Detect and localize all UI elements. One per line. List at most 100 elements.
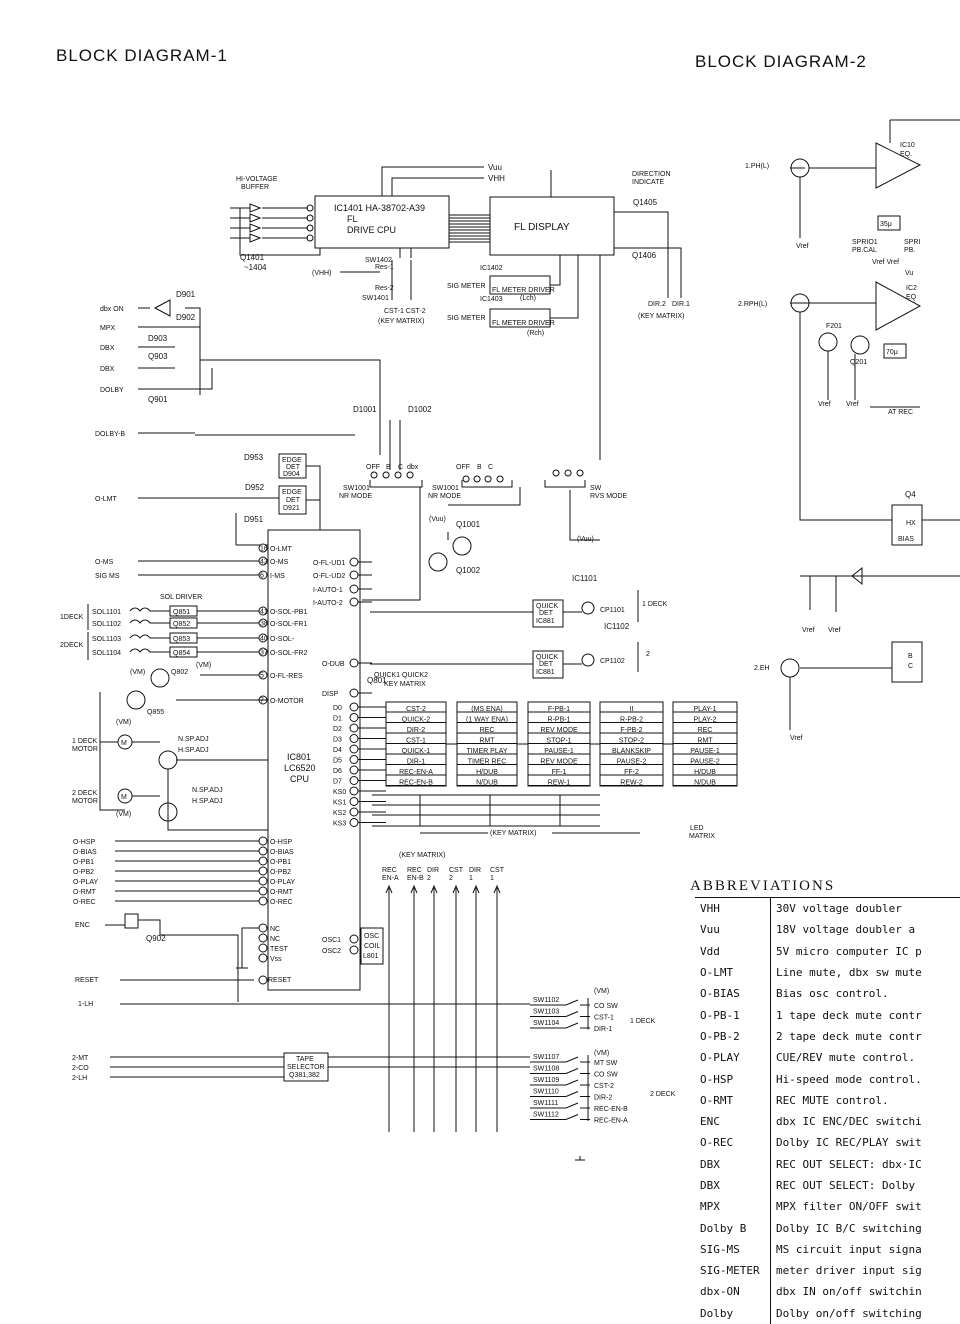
key-cell: N/DUB xyxy=(694,780,716,787)
buffer-3 xyxy=(230,223,308,233)
d-pin-4: D4 xyxy=(333,747,342,754)
deck2-input-2: 2-LH xyxy=(72,1075,87,1082)
d-pin-6: D6 xyxy=(333,768,342,775)
nr-off-2: OFF xyxy=(456,464,470,471)
sw-rvs-label: SW xyxy=(590,485,602,492)
abbr-value: REC MUTE control. xyxy=(770,1089,960,1111)
nr-off-1: OFF xyxy=(366,464,380,471)
res2-label: Res-2 xyxy=(375,285,394,292)
c35-label: 35μ xyxy=(880,221,892,228)
key-cell: FF-2 xyxy=(624,769,639,776)
osc-box-l3: L801 xyxy=(363,953,379,960)
kmcol-bot: EN-B xyxy=(407,875,424,882)
deck1-qlabel: 1 DECK xyxy=(642,601,668,608)
ic2-l2: EQ xyxy=(906,294,917,301)
led-matrix-l1: LED xyxy=(690,825,704,832)
key-matrix-c: (KEY MATRIX) xyxy=(399,852,445,859)
abbr-key: O-PB-2 xyxy=(700,1029,740,1043)
fl-display-block: FL DISPLAY xyxy=(449,196,615,256)
ic1101-label: IC1101 xyxy=(572,574,598,583)
cp1102-label: CP1102 xyxy=(600,658,625,665)
deck1-sw-label: 1 DECK xyxy=(630,1018,656,1025)
fl-drive-cpu: IC1401 HA-38702-A39 FL DRIVE CPU xyxy=(314,195,450,249)
key-matrix-label: (KEY MATRIX) xyxy=(490,830,536,837)
d-pin-11: KS3 xyxy=(333,821,346,828)
kmcol-top: REC xyxy=(407,867,422,874)
cpu-rpin-2: I-AUTO-1 xyxy=(313,587,343,594)
d1001-label: D1001 xyxy=(353,405,377,414)
vu-label: Vu xyxy=(905,270,913,277)
q1405-label: Q1405 xyxy=(633,198,658,207)
meter1-name: FL METER DRIVER xyxy=(492,287,555,294)
bottom-pin-0: O-HSP xyxy=(270,839,293,846)
key-cell: REC-EN-A xyxy=(399,769,433,776)
cpu-pin-7: O-FL-RES xyxy=(270,673,303,680)
edge2-l2: DET xyxy=(286,497,301,504)
bottom-pin-4: O-PLAY xyxy=(270,879,295,886)
d-pin-8: KS0 xyxy=(333,789,346,796)
switch-label: REC-EN-B xyxy=(594,1106,628,1113)
cpu-pin-num: 5 xyxy=(260,673,264,680)
abbr-key: MPX xyxy=(700,1200,720,1214)
vm-label-2: (VM) xyxy=(130,669,145,676)
bottom-input-5: O-RMT xyxy=(73,889,97,896)
ic1-l1: IC10 xyxy=(900,142,915,149)
abbr-value: meter driver input sig xyxy=(770,1260,960,1282)
nr-b-1: B xyxy=(386,464,391,471)
quick1-l1: QUICK xyxy=(536,603,559,610)
kmcol-bot: 2 xyxy=(449,875,453,882)
ic2-l1: IC2 xyxy=(906,285,917,292)
cpu-part: LC6520 xyxy=(284,763,316,773)
motor2-l1: 2 DECK xyxy=(72,790,98,797)
key-cell: REV MODE xyxy=(540,759,578,766)
key-cell: R-PB-2 xyxy=(620,717,643,724)
edge2-l1: EDGE xyxy=(282,489,302,496)
kmcol-top: REC xyxy=(382,867,397,874)
cpu-pin-1: O-MS xyxy=(270,559,289,566)
sol-4: SOL1104 xyxy=(92,650,121,657)
key-cell: REV MODE xyxy=(540,727,578,734)
sol-1: SOL1101 xyxy=(92,609,121,616)
spr2-l1: SPRI xyxy=(904,239,920,246)
fl-cpu-sub1: FL xyxy=(347,214,358,224)
ic1102-label: IC1102 xyxy=(604,622,630,631)
abbr-key: Dolby xyxy=(700,1306,734,1320)
quick-matrix-l1: QUICK1 QUICK2 xyxy=(374,672,428,679)
sol-3: SOL1103 xyxy=(92,636,121,643)
d-pin-7: D7 xyxy=(333,779,342,786)
switch-id: SW1107 xyxy=(533,1054,559,1061)
cp1101-label: CP1101 xyxy=(600,607,625,614)
kmcol-bot: 1 xyxy=(490,875,494,882)
reset-pin-label: RESET xyxy=(268,977,292,984)
q903-label: Q903 xyxy=(148,352,168,361)
d952-label: D952 xyxy=(245,483,265,492)
input-7: O-LMT xyxy=(95,496,118,503)
cpu-pin-num: 41 xyxy=(260,609,268,616)
hv-buffer: HI-VOLTAGE BUFFER Q1401 ~1404 xyxy=(230,176,321,272)
osc2-label: OSC2 xyxy=(322,948,341,955)
abbr-key: DBX xyxy=(700,1179,720,1192)
q-3: Q853 xyxy=(173,636,190,643)
key-matrix-a: (KEY MATRIX) xyxy=(638,313,684,320)
q802-label: Q802 xyxy=(171,669,188,676)
sprio-l2: PB.CAL xyxy=(852,247,877,254)
quick-det-2: QUICK DET IC881 xyxy=(532,650,564,679)
abbr-key: O-HSP xyxy=(700,1072,734,1086)
key-cell: DIR-2 xyxy=(407,727,425,734)
fl-cpu-title: IC1401 HA-38702-A39 xyxy=(334,203,425,213)
d-pin-1: D1 xyxy=(333,716,342,723)
c-label: C xyxy=(908,663,913,670)
vm-label-3: (VM) xyxy=(116,719,131,726)
spadj1-h: H.SP.ADJ xyxy=(178,747,209,754)
abbr-key: Vdd xyxy=(700,944,720,958)
sol-driver-label: SOL DRIVER xyxy=(160,594,202,601)
res1-label: Res-1 xyxy=(375,264,394,271)
sol-2: SOL1102 xyxy=(92,621,121,628)
